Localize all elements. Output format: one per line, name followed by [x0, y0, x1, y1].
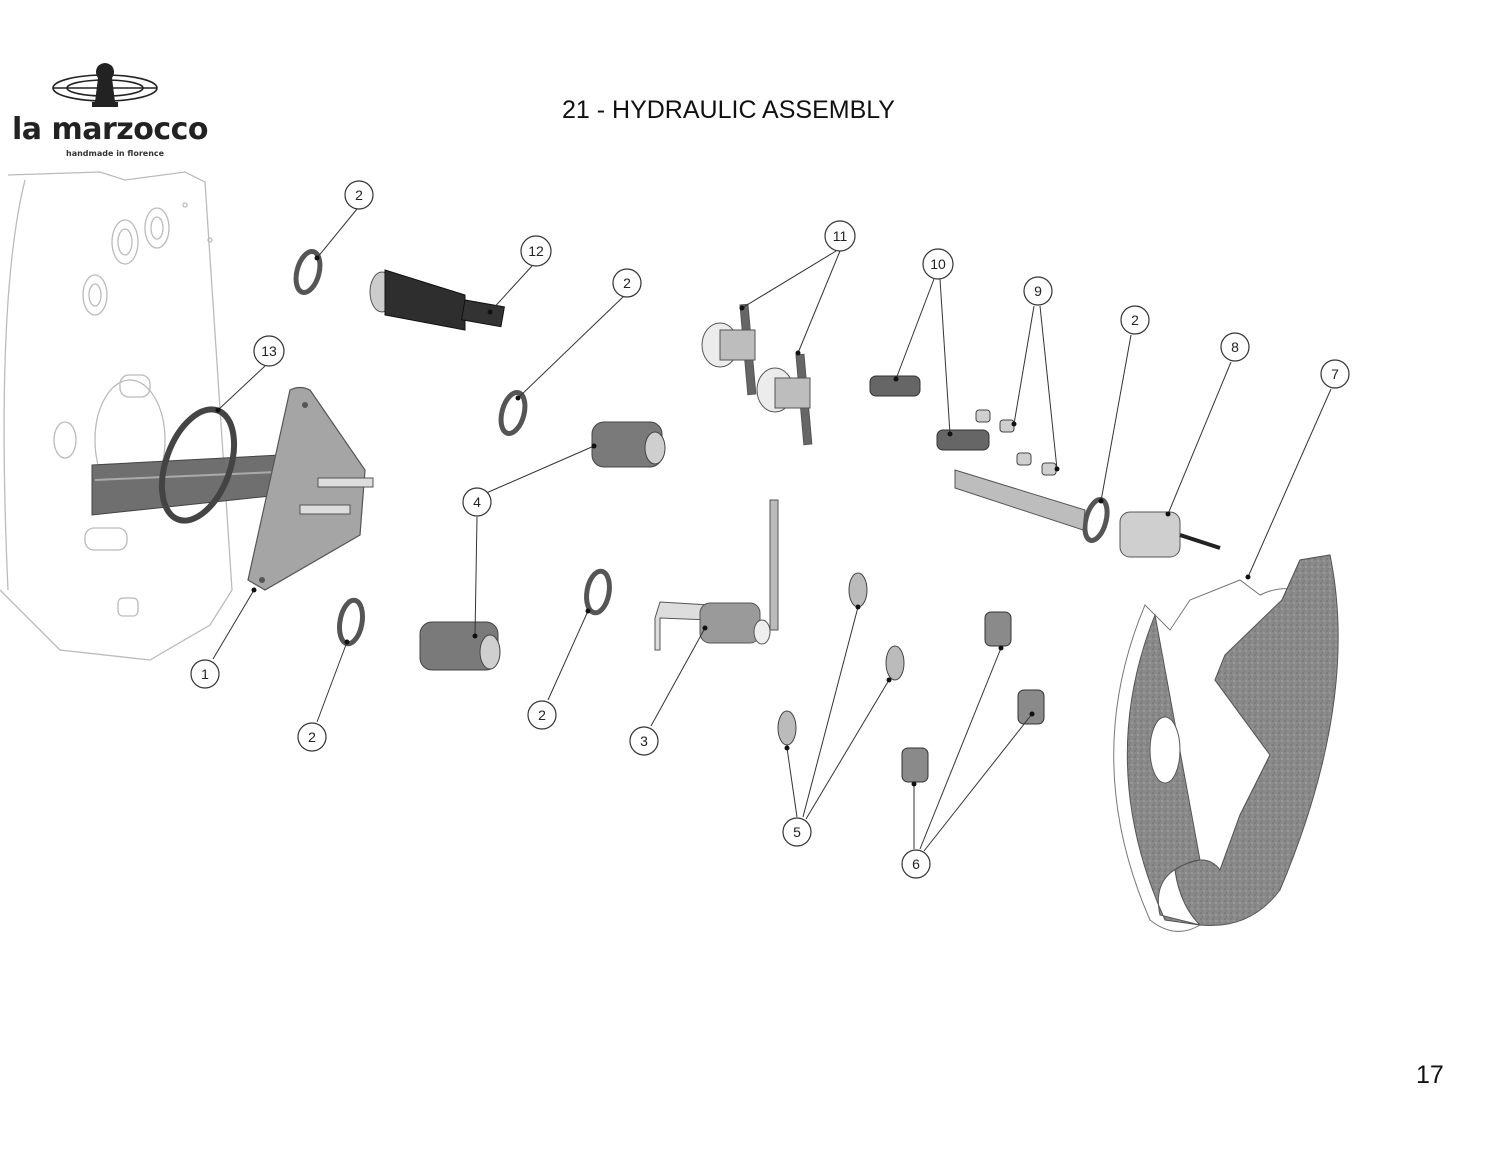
thermostat-pair [701, 303, 813, 446]
callout-label: 9 [1034, 283, 1042, 299]
star-washers [777, 572, 905, 746]
callout-7: 7 [1320, 359, 1350, 389]
leader-lines [212, 208, 1332, 852]
callout-6: 6 [901, 849, 931, 879]
callout-label: 2 [355, 187, 363, 203]
callout-2a: 2 [344, 180, 374, 210]
brand-tagline: handmade in florence [66, 149, 165, 158]
callout-2b: 2 [612, 268, 642, 298]
level-probe [654, 499, 779, 651]
callout-12: 12 [520, 235, 552, 267]
terminal-connectors [869, 375, 990, 451]
insulating-gasket [1113, 554, 1339, 932]
callout-label: 13 [261, 343, 277, 359]
callout-label: 12 [528, 243, 544, 259]
callout-label: 2 [308, 729, 316, 745]
callout-2e: 2 [527, 700, 557, 730]
hex-nuts [901, 611, 1045, 783]
callout-5: 5 [782, 817, 812, 847]
callout-label: 1 [201, 666, 209, 682]
callout-2d: 2 [297, 722, 327, 752]
callout-3: 3 [629, 726, 659, 756]
heating-element-flange [91, 386, 374, 591]
leader-dots [215, 255, 1251, 787]
la-marzocco-logo [52, 63, 158, 107]
callout-label: 2 [538, 707, 546, 723]
callout-label: 2 [1131, 312, 1139, 328]
callout-label: 10 [930, 256, 946, 272]
pressure-fitting [369, 269, 505, 331]
callout-11: 11 [824, 220, 856, 252]
callout-label: 6 [912, 856, 920, 872]
callout-label: 3 [640, 733, 648, 749]
callout-10: 10 [922, 248, 954, 280]
union-fittings [419, 421, 666, 671]
brand-name: la marzocco [12, 112, 209, 147]
callout-label: 11 [833, 228, 848, 244]
callout-4: 4 [462, 487, 492, 517]
probe-fitting [954, 469, 1221, 558]
callout-2c: 2 [1120, 305, 1150, 335]
callout-label: 4 [473, 494, 481, 510]
page-number: 17 [1416, 1061, 1444, 1089]
callout-1: 1 [190, 659, 220, 689]
callout-label: 8 [1231, 339, 1239, 355]
callout-8: 8 [1220, 332, 1250, 362]
callout-label: 5 [793, 824, 801, 840]
callout-label: 7 [1331, 366, 1339, 382]
callout-9: 9 [1023, 276, 1053, 306]
callout-13: 13 [253, 335, 285, 367]
page-title: 21 - HYDRAULIC ASSEMBLY [562, 96, 895, 124]
callout-label: 2 [623, 275, 631, 291]
